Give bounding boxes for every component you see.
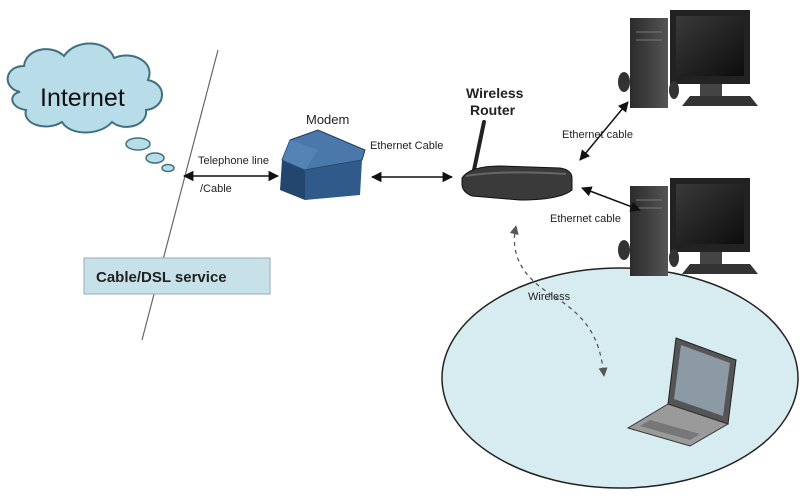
service-box-label: Cable/DSL service	[96, 269, 227, 286]
ethernet-top-connector	[579, 101, 629, 161]
desktop-computer-icon	[618, 10, 758, 108]
router-label-line2: Router	[470, 102, 516, 118]
desktop-computer-icon	[618, 178, 758, 276]
telephone-line-label: Telephone line	[198, 155, 269, 167]
router-label-line1: Wireless	[466, 85, 524, 101]
service-box	[83, 257, 271, 295]
ethernet-modem-router-label: Ethernet Cable	[370, 140, 443, 152]
internet-label: Internet	[40, 84, 125, 112]
modem-label: Modem	[306, 112, 349, 127]
laptop-icon	[626, 337, 737, 447]
modem-icon	[280, 129, 366, 200]
wireless-router-icon	[461, 120, 573, 201]
cloud-icon	[6, 42, 175, 173]
wireless-label: Wireless	[528, 291, 571, 303]
ethernet-bottom-label: Ethernet cable	[550, 213, 621, 225]
ethernet-bottom-connector	[581, 186, 641, 212]
wireless-zone	[441, 267, 799, 489]
cable-label: /Cable	[200, 183, 232, 195]
wireless-connector	[509, 225, 608, 377]
ethernet-top-label: Ethernet cable	[562, 129, 633, 141]
